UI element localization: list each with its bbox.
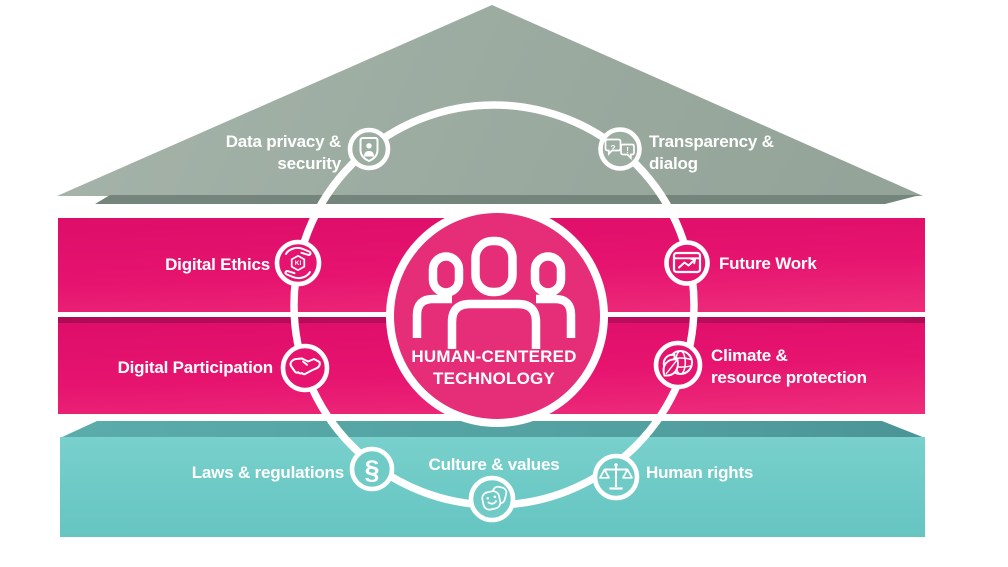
hands-ai-icon: KI — [284, 246, 312, 280]
scales-icon — [599, 463, 633, 490]
node-climate-resource-protection — [653, 340, 703, 390]
base-layer-top-face — [60, 421, 925, 438]
node-data-privacy-security — [347, 127, 391, 171]
node-future-work — [664, 240, 710, 286]
label-digital-ethics: Digital Ethics — [165, 255, 270, 274]
svg-text:!: ! — [626, 145, 629, 155]
label-digital-participation: Digital Participation — [117, 358, 274, 377]
theater-masks-icon — [481, 485, 508, 511]
label-data-privacy-security: Data privacy & security — [225, 132, 342, 174]
browser-trend-icon — [672, 251, 702, 274]
roof-shadow-edge — [95, 195, 920, 204]
shield-user-icon — [359, 137, 379, 163]
node-human-rights — [592, 453, 640, 501]
label-future-work: Future Work — [719, 254, 817, 273]
node-digital-ethics: KI — [274, 239, 322, 287]
node-transparency-dialog: ? ! — [598, 127, 642, 171]
label-human-rights: Human rights — [646, 463, 754, 482]
label-climate-resource-protection: Climate & resource protection — [711, 346, 867, 388]
paragraph-icon: § — [364, 455, 379, 485]
handshake-icon — [289, 357, 321, 376]
center-title: HUMAN-CENTERED TECHNOLOGY — [411, 347, 577, 389]
center-circle — [386, 205, 608, 427]
speech-bubbles-icon: ? ! — [604, 138, 635, 161]
svg-text:KI: KI — [295, 260, 302, 267]
svg-text:?: ? — [610, 143, 615, 153]
label-culture-values: Culture & values — [428, 455, 560, 474]
node-digital-participation — [280, 343, 330, 393]
globe-leaves-icon — [662, 350, 693, 377]
label-laws-regulations: Laws & regulations — [191, 463, 344, 482]
node-laws-regulations: § — [349, 446, 395, 492]
people-group-icon — [412, 236, 576, 349]
label-transparency-dialog: Transparency & dialog — [649, 132, 774, 174]
node-culture-values — [468, 475, 516, 523]
